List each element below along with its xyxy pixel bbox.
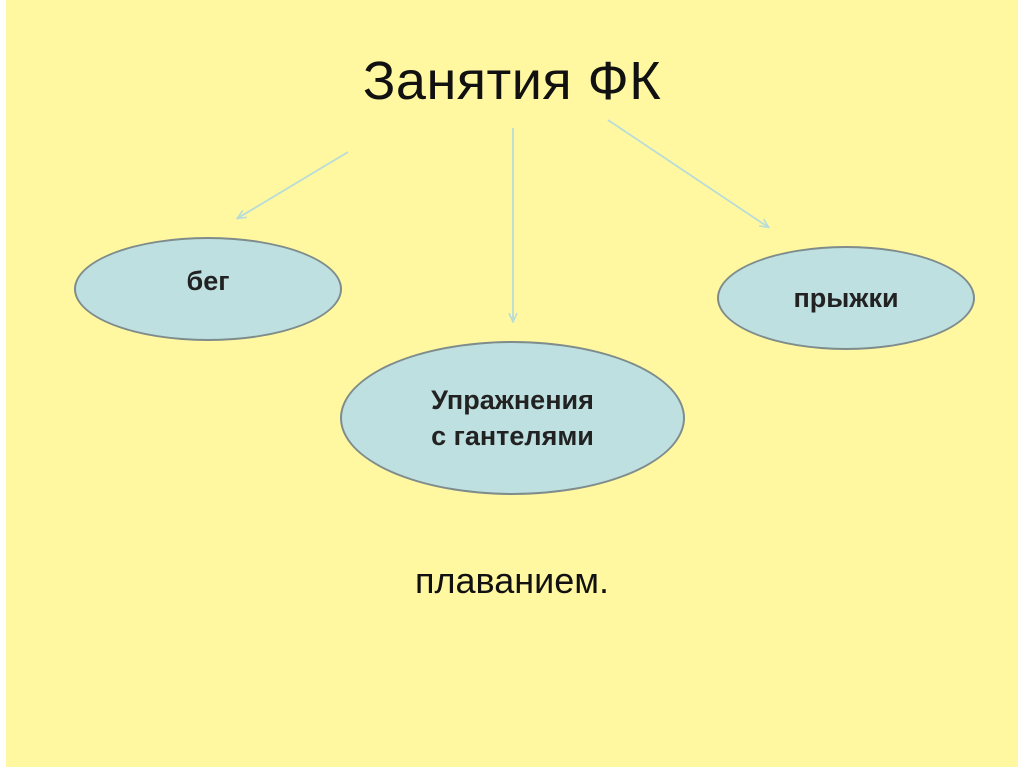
node-running-label: бег: [186, 265, 230, 296]
node-dumbbell-exercises-label: Упражнения с гантелями: [431, 384, 594, 451]
slide-title: Занятия ФК: [362, 51, 662, 111]
node-running: бег: [74, 237, 342, 341]
node-jumping-label: прыжки: [793, 282, 899, 313]
arrow-to-running: [238, 151, 349, 218]
node-dumbbell-exercises: Упражнения с гантелями: [340, 341, 685, 495]
node-jumping: прыжки: [717, 246, 975, 350]
arrow-to-jumping: [607, 119, 768, 227]
right-frame-edge: [1018, 0, 1024, 767]
left-frame-edge: [0, 0, 6, 767]
footer-text: плаванием.: [414, 560, 610, 601]
